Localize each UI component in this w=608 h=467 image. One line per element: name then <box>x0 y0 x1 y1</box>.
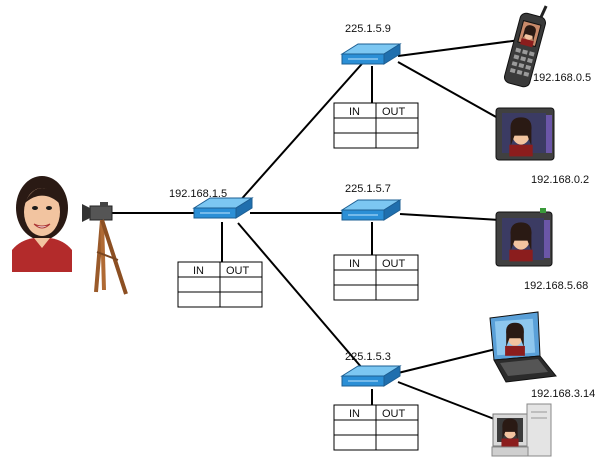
network-links <box>112 39 521 423</box>
tv-monitor-icon <box>495 208 553 267</box>
link-top-tv <box>397 61 506 123</box>
tv-middle-address: 192.168.5.68 <box>524 280 588 292</box>
phone-address: 192.168.0.5 <box>533 72 591 84</box>
link-center-bottom <box>237 222 369 376</box>
tv-monitor-icon <box>495 107 555 161</box>
router-top <box>341 43 401 65</box>
routing-table-top: IN OUT <box>333 102 419 149</box>
router-bottom-address: 225.1.5.3 <box>345 351 391 363</box>
routing-table-in-header: IN <box>349 408 360 420</box>
laptop-address: 192.168.3.14 <box>531 388 595 400</box>
router-top-address: 225.1.5.9 <box>345 23 391 35</box>
routing-table-bottom: IN OUT <box>333 404 419 451</box>
mobile-phone-icon <box>503 5 548 88</box>
router-center-address: 192.168.1.5 <box>169 188 227 200</box>
router-bottom <box>341 365 401 387</box>
laptop-icon <box>489 311 557 383</box>
routing-table-out-header: OUT <box>382 258 406 270</box>
tv-top-address: 192.168.0.2 <box>531 174 589 186</box>
routing-table-in-header: IN <box>349 106 360 118</box>
routing-table-middle: IN OUT <box>333 254 419 301</box>
link-bottom-laptop <box>397 347 501 374</box>
desktop-computer-icon <box>491 403 552 457</box>
routing-table-in-header: IN <box>349 258 360 270</box>
link-bottom-desktop <box>397 381 503 423</box>
link-top-phone <box>397 39 521 57</box>
routing-table-out-header: OUT <box>226 265 250 277</box>
routing-table-out-header: OUT <box>382 106 406 118</box>
router-middle-address: 225.1.5.7 <box>345 183 391 195</box>
video-camera-tripod-icon <box>82 202 128 295</box>
router-center <box>193 197 253 219</box>
link-center-top <box>237 56 369 204</box>
presenter-person-icon <box>12 176 72 272</box>
routing-table-in-header: IN <box>193 265 204 277</box>
routing-table-out-header: OUT <box>382 408 406 420</box>
router-middle <box>341 199 401 221</box>
link-middle-tv <box>399 213 501 221</box>
routing-table-center: IN OUT <box>177 261 263 308</box>
